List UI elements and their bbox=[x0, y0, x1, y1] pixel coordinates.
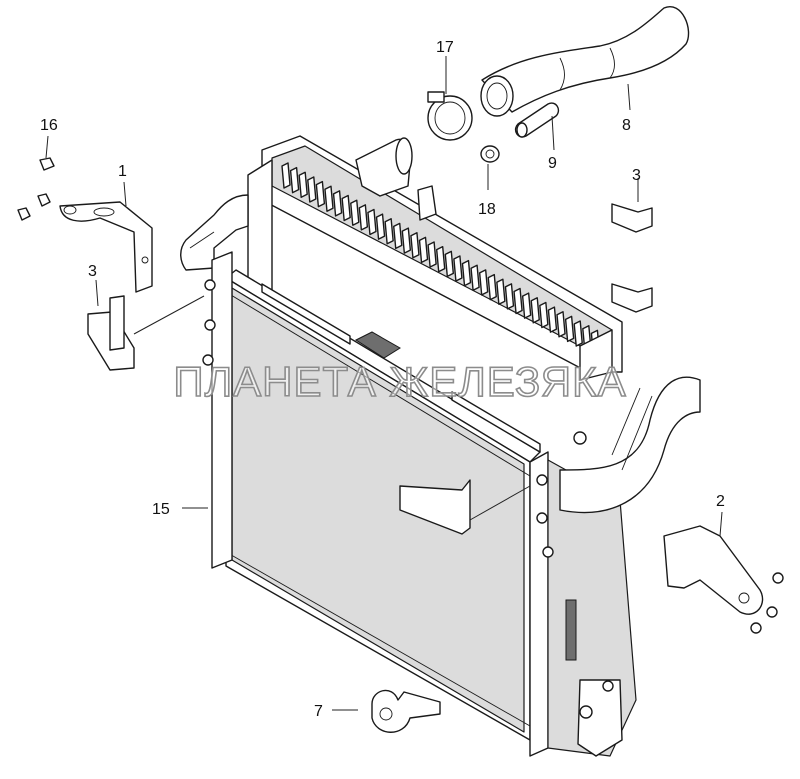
callout-16: 16 bbox=[40, 117, 58, 134]
front-radiator-core bbox=[202, 251, 541, 741]
callout-1: 1 bbox=[118, 163, 127, 180]
callout-8: 8 bbox=[622, 117, 631, 134]
upper-outlet-pipe bbox=[355, 137, 437, 221]
right-mount-bracket bbox=[663, 525, 784, 634]
left-inlet-hose bbox=[180, 194, 249, 271]
right-side-tank bbox=[529, 376, 701, 757]
leader-lines bbox=[45, 56, 723, 711]
callout-3-left: 3 bbox=[88, 263, 97, 280]
right-small-brackets bbox=[611, 203, 653, 313]
hose-clamp bbox=[427, 91, 473, 141]
callout-9: 9 bbox=[548, 155, 557, 172]
callout-labels: 16 1 3 17 18 8 9 3 15 2 7 bbox=[40, 39, 725, 720]
upper-radiator-core bbox=[247, 135, 623, 381]
callout-15: 15 bbox=[152, 501, 170, 518]
left-small-bracket bbox=[87, 295, 135, 371]
left-mount-bracket bbox=[59, 201, 153, 293]
center-bracket bbox=[399, 479, 471, 535]
callout-2: 2 bbox=[716, 493, 725, 510]
callout-7: 7 bbox=[314, 703, 323, 720]
callout-3-right: 3 bbox=[632, 167, 641, 184]
lower-bracket bbox=[371, 689, 441, 733]
small-clamp bbox=[480, 145, 500, 163]
callout-17: 17 bbox=[436, 39, 454, 56]
connector-tube bbox=[514, 102, 560, 138]
bolts bbox=[17, 157, 55, 221]
callout-18: 18 bbox=[478, 201, 496, 218]
upper-hose bbox=[480, 5, 690, 117]
